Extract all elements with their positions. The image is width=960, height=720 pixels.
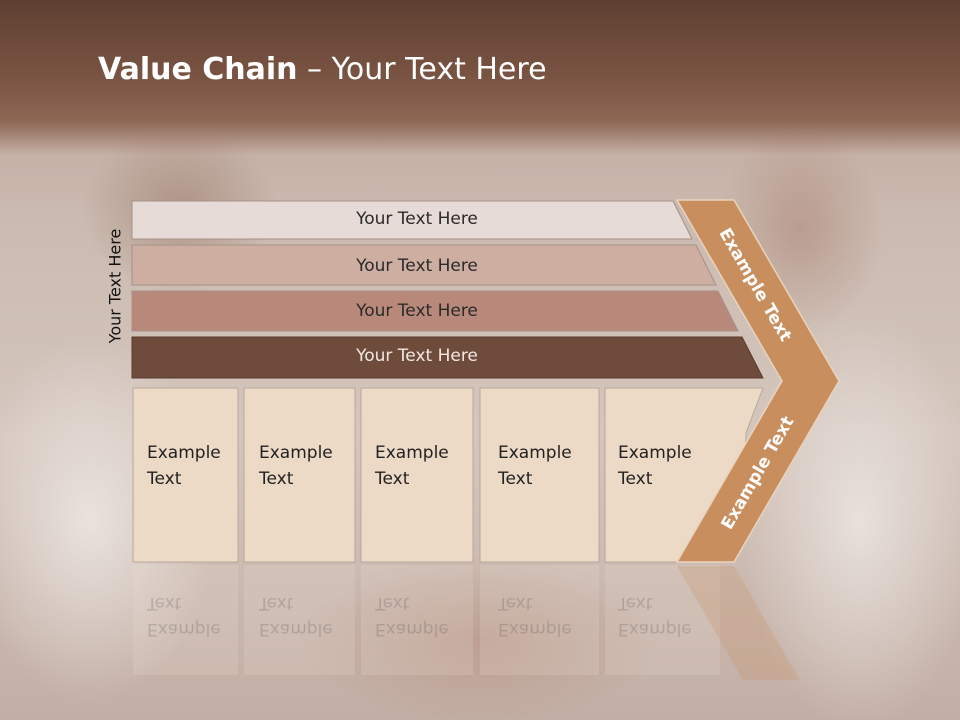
boxes-reflection bbox=[133, 565, 720, 675]
box-2-line1: Example bbox=[259, 443, 333, 463]
box-1-reflection-line1: Example bbox=[147, 619, 221, 639]
row-4-label: Your Text Here bbox=[356, 346, 478, 366]
box-5-reflection: Example Text bbox=[618, 590, 718, 642]
box-3-reflection-line2: Text bbox=[375, 593, 410, 613]
box-5-line2: Text bbox=[618, 469, 653, 489]
box-1 bbox=[132, 387, 239, 563]
slide-title: Value Chain – Your Text Here bbox=[98, 52, 547, 87]
box-1-line1: Example bbox=[147, 443, 221, 463]
row-2-bar bbox=[131, 244, 717, 286]
box-2 bbox=[243, 387, 356, 563]
box-3-reflection-line1: Example bbox=[375, 619, 449, 639]
box-4-reflection-line2: Text bbox=[498, 593, 533, 613]
box-3-line1: Example bbox=[375, 443, 449, 463]
box-3-line2: Text bbox=[375, 469, 410, 489]
box-5-line1: Example bbox=[618, 443, 692, 463]
box-4-line2: Text bbox=[498, 469, 533, 489]
box-2-line2: Text bbox=[259, 469, 294, 489]
box-1-line2: Text bbox=[147, 469, 182, 489]
chevron-reflection bbox=[677, 566, 800, 680]
box-3-reflection: Example Text bbox=[375, 590, 475, 642]
box-5-reflection-line2: Text bbox=[618, 593, 653, 613]
box-4-reflection-line1: Example bbox=[498, 619, 572, 639]
header-band bbox=[0, 0, 960, 155]
box-4-line1: Example bbox=[498, 443, 572, 463]
box-2-reflection-line2: Text bbox=[259, 593, 294, 613]
row-1-label: Your Text Here bbox=[356, 209, 478, 229]
box-2-reflection-line1: Example bbox=[259, 619, 333, 639]
row-3-bar bbox=[131, 290, 739, 332]
box-1-reflection-line2: Text bbox=[147, 593, 182, 613]
box-4 bbox=[479, 387, 600, 563]
box-4-reflection: Example Text bbox=[498, 590, 598, 642]
box-5-reflection-line1: Example bbox=[618, 619, 692, 639]
title-bold: Value Chain bbox=[98, 52, 298, 87]
chevron-arrow bbox=[675, 199, 840, 563]
title-rest: – Your Text Here bbox=[297, 52, 547, 87]
box-2-reflection: Example Text bbox=[259, 590, 359, 642]
box-1-reflection: Example Text bbox=[147, 590, 247, 642]
row-4-bar bbox=[131, 336, 764, 379]
row-3-label: Your Text Here bbox=[356, 301, 478, 321]
row-2-label: Your Text Here bbox=[356, 256, 478, 276]
box-3 bbox=[360, 387, 474, 563]
row-1-bar bbox=[131, 200, 693, 240]
